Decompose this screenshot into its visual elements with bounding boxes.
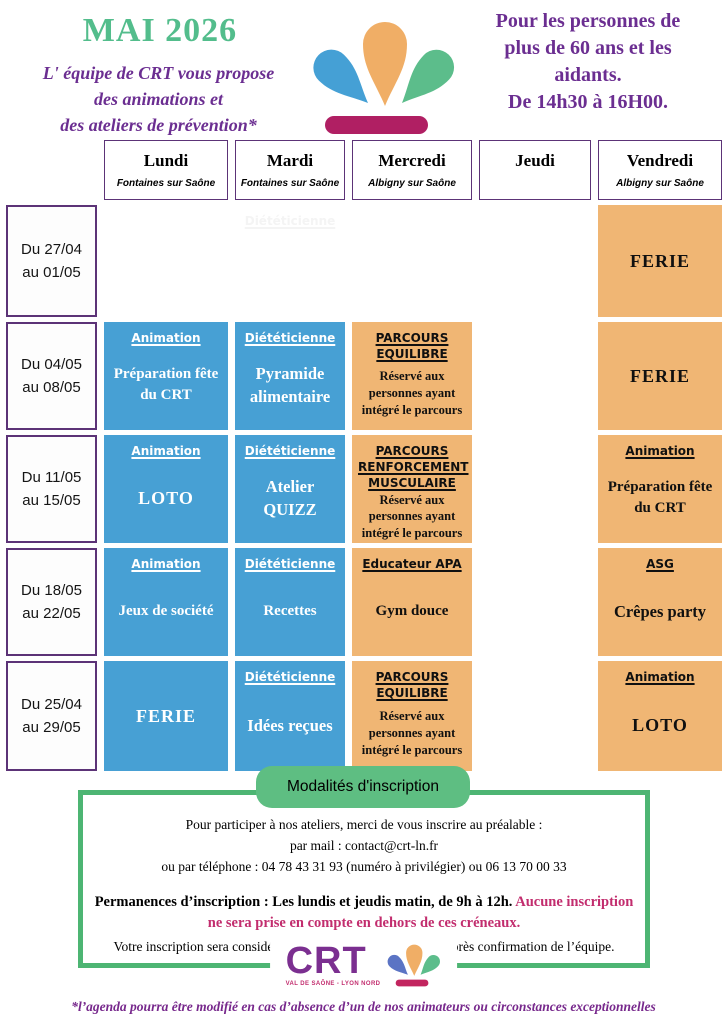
- page-title: MAI 2026: [82, 12, 238, 49]
- day-name: Lundi: [143, 150, 189, 170]
- crt-logo-name: CRT: [285, 939, 367, 982]
- permanences-text: Permanences d’inscription : Les lundis e…: [91, 892, 637, 934]
- day-header-jeudi: Jeudi: [479, 140, 591, 200]
- day-header-vendredi: Vendredi Albigny sur Saône: [598, 140, 722, 200]
- audience-line: plus de 60 ans et les: [504, 37, 672, 59]
- crt-logo: CRT VAL DE SAÔNE - LYON NORD: [269, 940, 458, 988]
- cell-activity: Recettes: [263, 602, 317, 619]
- cell-activity: Idées reçues: [247, 715, 333, 735]
- intro-text: L' équipe de CRT vous propose des animat…: [6, 60, 311, 138]
- cell-activity: Crêpes party: [613, 601, 707, 621]
- cell-activity: Atelier QUIZZ: [263, 477, 317, 520]
- activity-cell: Diététicienne Recettes: [235, 548, 345, 656]
- cell-activity: FERIE: [135, 706, 196, 727]
- cell-role: Animation: [625, 444, 695, 458]
- instruction-line: Pour participer à nos ateliers, merci de…: [185, 817, 543, 832]
- day-name: Mardi: [266, 150, 314, 170]
- crt-logo-text: CRT VAL DE SAÔNE - LYON NORD: [286, 942, 381, 987]
- intro-line: L' équipe de CRT vous propose: [42, 63, 275, 83]
- cell-activity: Réservé aux personnes ayant intégré le p…: [361, 708, 463, 757]
- week-range-label: Du 18/05 au 22/05: [6, 548, 97, 656]
- day-location: Fontaines sur Saône: [240, 177, 340, 189]
- cell-role: ASG: [646, 557, 674, 571]
- week-range-label: Du 27/04 au 01/05: [6, 205, 97, 317]
- audience-line: De 14h30 à 16H00.: [508, 91, 668, 113]
- cell-role: Diététicienne: [244, 331, 336, 345]
- crt-petals-logo-icon: [305, 10, 462, 143]
- cell-activity: Jeux de société: [118, 602, 214, 619]
- day-name: Mercredi: [378, 150, 446, 170]
- day-name: Vendredi: [626, 150, 694, 170]
- activity-cell: Diététicienne Atelier QUIZZ: [235, 435, 345, 543]
- cell-role: Diététicienne: [244, 670, 336, 684]
- activity-cell: PARCOURS EQUILIBRE Réservé aux personnes…: [352, 322, 472, 430]
- day-location: Fontaines sur Saône: [116, 177, 216, 189]
- intro-line: des ateliers de prévention*: [60, 115, 257, 136]
- day-name: Jeudi: [515, 150, 555, 170]
- cell-activity: Gym douce: [375, 602, 449, 619]
- activity-cell: FERIE: [598, 322, 722, 430]
- activity-cell: FERIE: [598, 205, 722, 317]
- cell-activity: Préparation fête du CRT: [113, 366, 219, 404]
- cell-activity: LOTO: [632, 714, 688, 735]
- crt-petals-small-icon: [387, 944, 442, 987]
- activity-cell: Diététicienne Pyramide alimentaire: [235, 322, 345, 430]
- cell-activity: Pyramide alimentaire: [249, 364, 331, 407]
- week-range-label: Du 25/04 au 29/05: [6, 661, 97, 771]
- activity-cell: PARCOURS RENFORCEMENT MUSCULAIRE Réservé…: [352, 435, 472, 543]
- contact-email: par mail : contact@crt-ln.fr: [289, 837, 439, 853]
- activity-cell: ASG Crêpes party: [598, 548, 722, 656]
- activity-cell: Animation Préparation fête du CRT: [598, 435, 722, 543]
- day-header-mercredi: Mercredi Albigny sur Saône: [352, 140, 472, 200]
- calendar-table: Lundi Fontaines sur Saône Mardi Fontaine…: [6, 140, 722, 771]
- activity-cell: Animation Préparation fête du CRT: [104, 322, 228, 430]
- cell-activity: LOTO: [138, 487, 194, 508]
- cell-role: Animation: [625, 670, 695, 684]
- audience-text: Pour les personnes de plus de 60 ans et …: [452, 8, 724, 116]
- permanences-warning: Aucune inscription ne sera prise en comp…: [207, 893, 634, 931]
- cell-activity: FERIE: [629, 251, 690, 272]
- cell-role: PARCOURS EQUILIBRE: [375, 331, 449, 362]
- cell-role: PARCOURS RENFORCEMENT MUSCULAIRE: [358, 444, 469, 491]
- activity-cell: Educateur APA Gym douce: [352, 548, 472, 656]
- intro-line: des animations et: [93, 89, 223, 110]
- cell-role: Diététicienne: [244, 214, 336, 228]
- activity-cell: Animation Jeux de société: [104, 548, 228, 656]
- activity-cell: Animation LOTO: [598, 661, 722, 771]
- cell-role: Animation: [131, 444, 201, 458]
- contact-phone: ou par téléphone : 04 78 43 31 93 (numér…: [161, 858, 567, 874]
- activity-cell: FERIE: [104, 661, 228, 771]
- cell-role: Animation: [131, 557, 201, 571]
- cell-activity: FERIE: [629, 366, 690, 387]
- activity-cell: PARCOURS EQUILIBRE Réservé aux personnes…: [352, 661, 472, 771]
- cell-activity: Réservé aux personnes ayant intégré le p…: [361, 492, 463, 541]
- inscription-instructions: Pour participer à nos ateliers, merci de…: [83, 815, 645, 878]
- day-header-mardi: Mardi Fontaines sur Saône: [235, 140, 345, 200]
- cell-role: Educateur APA: [362, 557, 462, 571]
- ghost-text-cell: Diététicienne: [235, 205, 345, 317]
- footnote: *l’agenda pourra être modifié en cas d’a…: [71, 999, 656, 1014]
- day-location: Albigny sur Saône: [616, 177, 704, 189]
- audience-line: Pour les personnes de: [495, 10, 681, 32]
- day-location: Albigny sur Saône: [368, 177, 456, 189]
- cell-activity: Réservé aux personnes ayant intégré le p…: [361, 368, 463, 417]
- cell-role: PARCOURS EQUILIBRE: [375, 670, 449, 701]
- week-range-label: Du 04/05 au 08/05: [6, 322, 97, 430]
- cell-activity: Préparation fête du CRT: [607, 479, 713, 517]
- cell-role: Diététicienne: [244, 557, 336, 571]
- modalites-box: Pour participer à nos ateliers, merci de…: [78, 790, 650, 968]
- day-header-lundi: Lundi Fontaines sur Saône: [104, 140, 228, 200]
- crt-logo-tagline: VAL DE SAÔNE - LYON NORD: [285, 980, 381, 987]
- permanences-schedule: Permanences d’inscription : Les lundis e…: [94, 893, 516, 910]
- cell-role: Animation: [131, 331, 201, 345]
- activity-cell: Diététicienne Idées reçues: [235, 661, 345, 771]
- week-range-label: Du 11/05 au 15/05: [6, 435, 97, 543]
- audience-line: aidants.: [554, 64, 622, 86]
- activity-cell: Animation LOTO: [104, 435, 228, 543]
- cell-role: Diététicienne: [244, 444, 336, 458]
- modalites-pill: Modalités d'inscription: [256, 766, 470, 808]
